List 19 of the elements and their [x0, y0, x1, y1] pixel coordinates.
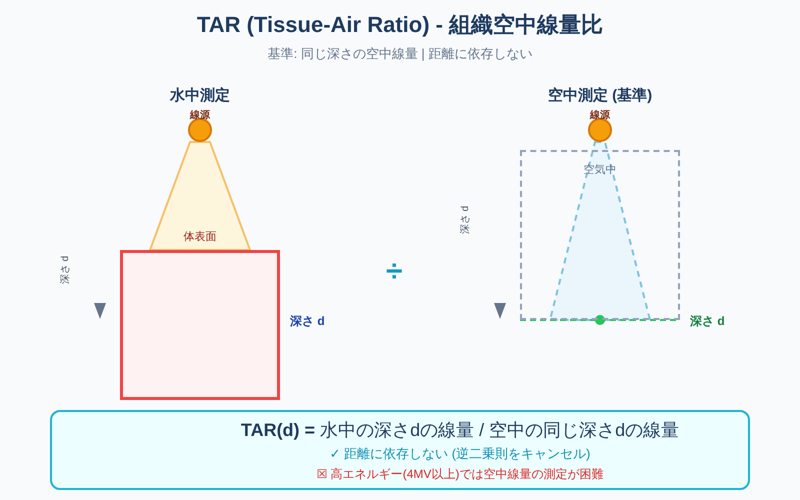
subtitle: 基準: 同じ深さの空中線量 | 距離に依存しない	[266, 45, 534, 63]
panel-heading: 空中測定 (基準)	[546, 86, 654, 105]
formula-panel	[50, 410, 750, 490]
warning-text: ☒ 高エネルギー(4MV以上)では空中線量の測定が困難	[316, 466, 604, 482]
formula-text: TAR(d) = 水中の深さdの線量 / 空中の同じ深さdの線量	[240, 418, 680, 442]
depth-label: 深さ d	[690, 313, 725, 330]
depth-label: 深さ d	[290, 313, 325, 330]
water-phantom-box	[120, 250, 280, 400]
panel-heading: 水中測定	[168, 86, 231, 105]
divide-sign: ÷	[386, 255, 402, 289]
title: TAR (Tissue-Air Ratio) - 組織空中線量比	[196, 11, 604, 39]
air-region-box	[520, 150, 680, 320]
region-label: 空気中	[582, 162, 618, 177]
depth-label: 深さ d	[459, 204, 472, 236]
source-label: 線源	[588, 108, 611, 122]
depth-label: 深さ d	[59, 254, 72, 286]
note-text: ✓ 距離に依存しない (逆二乗則をキャンセル)	[330, 444, 590, 462]
source-label: 線源	[188, 108, 211, 122]
surface-label: 体表面	[182, 230, 218, 244]
